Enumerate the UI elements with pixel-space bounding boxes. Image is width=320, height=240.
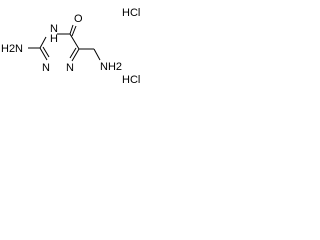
bond-c5-c6 — [69, 33, 80, 50]
ring-nitrogen-bottom-right: N — [66, 62, 74, 74]
bond-c6-n1 — [71, 48, 80, 62]
bond-c5-o-2 — [71, 25, 77, 37]
aminomethyl-group-label: NH2 — [100, 61, 122, 73]
ring-nh-label: N — [50, 23, 58, 35]
bond-n2-c3-inner — [42, 46, 50, 58]
carbonyl-oxygen-label: O — [74, 13, 83, 25]
ring-nh-hydrogen-label: H — [50, 33, 58, 45]
hcl-top-label: HCl — [122, 7, 140, 19]
molecule-drawing: H2N N H O N N NH2 HCl HCl — [1, 7, 140, 86]
bond-lines — [28, 24, 101, 62]
bond-c5-o-1 — [69, 24, 74, 35]
hcl-bottom-label: HCl — [122, 74, 140, 86]
ring-nitrogen-bottom-left: N — [42, 62, 50, 74]
bond-c6-n1-inner — [69, 47, 77, 59]
bond-c3-n4 — [39, 36, 47, 49]
amino-group-label: H2N — [1, 43, 23, 55]
bond-ch2-nh2 — [93, 48, 101, 61]
bond-n2-c3 — [39, 47, 48, 61]
